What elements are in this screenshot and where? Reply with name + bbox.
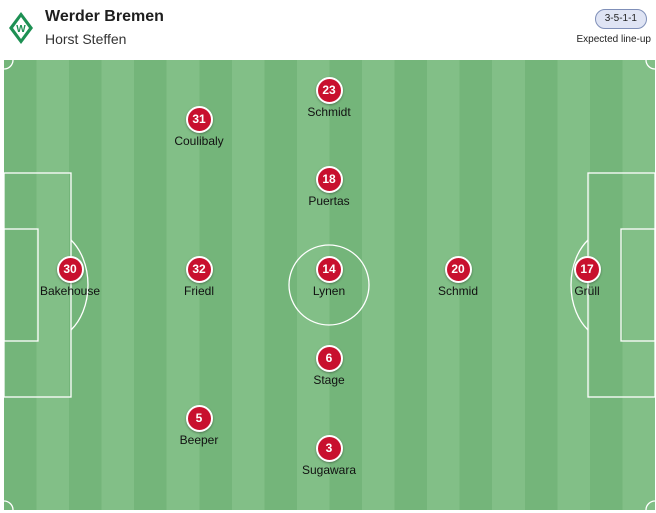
werder-bremen-crest-icon: W bbox=[9, 12, 33, 44]
player-schmidt[interactable]: 23 Schmidt bbox=[279, 77, 379, 119]
shirt-number: 31 bbox=[185, 106, 213, 133]
formation-caption: Expected line-up bbox=[576, 34, 652, 45]
player-name: Coulibaly bbox=[174, 134, 224, 148]
player-name: Lynen bbox=[312, 284, 346, 298]
shirt-number: 17 bbox=[573, 256, 601, 283]
team-name: Werder Bremen bbox=[45, 8, 164, 25]
player-lynen[interactable]: 14 Lynen bbox=[279, 256, 379, 298]
pitch-markings bbox=[4, 60, 655, 510]
player-stage[interactable]: 6 Stage bbox=[279, 345, 379, 387]
shirt-number: 32 bbox=[185, 256, 213, 283]
player-sugawara[interactable]: 3 Sugawara bbox=[279, 435, 379, 477]
player-puertas[interactable]: 18 Puertas bbox=[279, 166, 379, 208]
player-friedl[interactable]: 32 Friedl bbox=[149, 256, 249, 298]
shirt-number: 30 bbox=[56, 256, 84, 283]
svg-text:W: W bbox=[16, 24, 26, 35]
football-pitch: 30 Bakehouse 32 Friedl 31 Coulibaly 5 Be… bbox=[4, 60, 655, 510]
shirt-number: 6 bbox=[315, 345, 343, 372]
player-name: Friedl bbox=[183, 284, 214, 298]
player-name: Bakehouse bbox=[39, 284, 101, 298]
player-beeper[interactable]: 5 Beeper bbox=[149, 405, 249, 447]
player-name: Schmidt bbox=[307, 105, 351, 119]
shirt-number: 18 bbox=[315, 166, 343, 193]
shirt-number: 20 bbox=[444, 256, 472, 283]
coach-name: Horst Steffen bbox=[45, 31, 127, 47]
player-name: Beeper bbox=[179, 433, 219, 447]
shirt-number: 23 bbox=[315, 77, 343, 104]
player-coulibaly[interactable]: 31 Coulibaly bbox=[149, 106, 249, 148]
player-name: Stage bbox=[313, 373, 345, 387]
shirt-number: 5 bbox=[185, 405, 213, 432]
shirt-number: 14 bbox=[315, 256, 343, 283]
player-name: Schmid bbox=[437, 284, 478, 298]
shirt-number: 3 bbox=[315, 435, 343, 462]
player-grull[interactable]: 17 Grüll bbox=[537, 256, 637, 298]
player-schmid[interactable]: 20 Schmid bbox=[408, 256, 508, 298]
player-name: Puertas bbox=[308, 194, 350, 208]
player-name: Sugawara bbox=[301, 463, 357, 477]
player-bakehouse[interactable]: 30 Bakehouse bbox=[20, 256, 120, 298]
formation-badge[interactable]: 3-5-1-1 bbox=[594, 9, 647, 29]
player-name: Grüll bbox=[574, 284, 600, 298]
lineup-header: W Werder Bremen Horst Steffen 3-5-1-1 Ex… bbox=[0, 0, 656, 60]
